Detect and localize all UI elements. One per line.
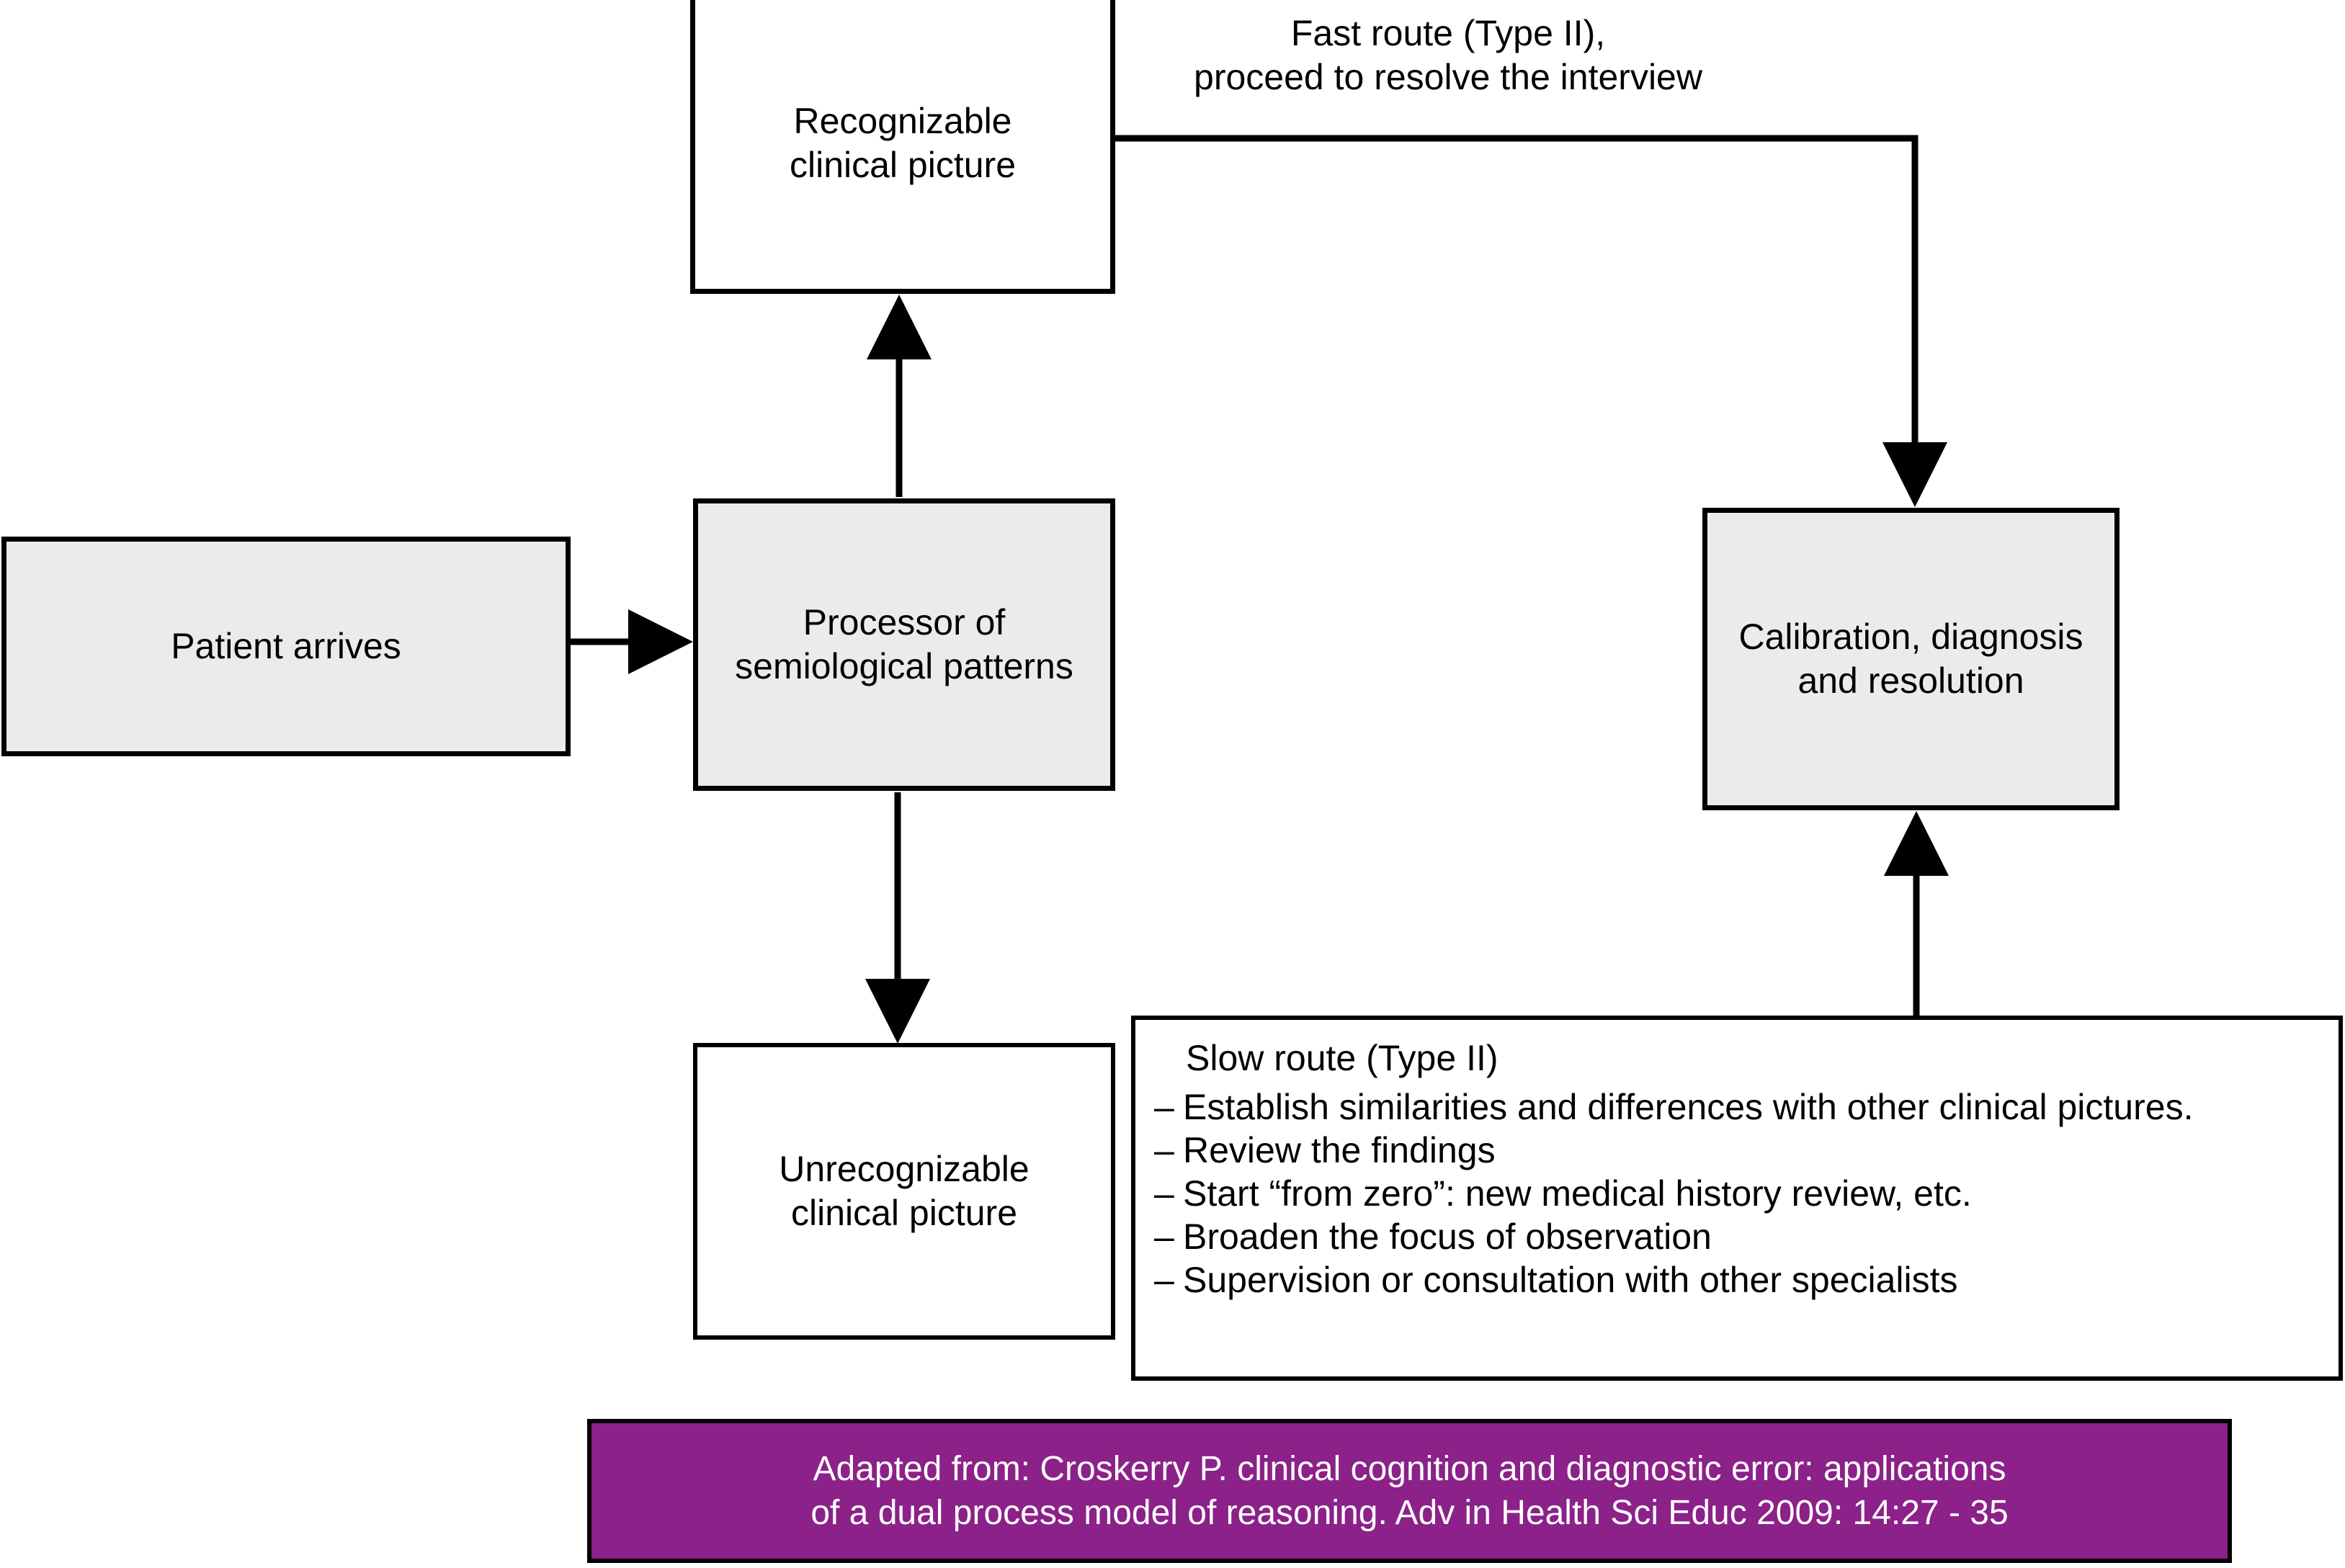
node-processor-of-semiological-patterns[interactable]: Processor of semiological patterns [693, 498, 1115, 791]
list-dash-icon: – [1154, 1217, 1174, 1257]
node-calibration-label: Calibration, diagnosis and resolution [1738, 617, 2083, 701]
node-recognizable-label: Recognizable clinical picture [789, 101, 1016, 185]
node-processor-label: Processor of semiological patterns [735, 602, 1073, 686]
node-recognizable-clinical-picture[interactable]: Recognizable clinical picture [690, 0, 1115, 294]
slow-route-list-item: – Broaden the focus of observation [1154, 1219, 2339, 1255]
citation-text: Adapted from: Croskerry P. clinical cogn… [810, 1449, 2009, 1532]
slow-route-item-text: Review the findings [1183, 1130, 1496, 1170]
slow-route-list-item: – Review the findings [1154, 1132, 2339, 1168]
node-unrecognizable-clinical-picture[interactable]: Unrecognizable clinical picture [693, 1043, 1115, 1340]
node-patient-arrives-label: Patient arrives [171, 626, 401, 666]
slow-route-list-item: – Start “from zero”: new medical history… [1154, 1175, 2339, 1211]
citation-banner: Adapted from: Croskerry P. clinical cogn… [587, 1419, 2232, 1563]
edge-fast-route [1115, 135, 1947, 507]
list-dash-icon: – [1154, 1087, 1174, 1127]
slow-route-item-text: Establish similarities and differences w… [1183, 1087, 2194, 1127]
list-dash-icon: – [1154, 1173, 1174, 1214]
slow-route-list-item: – Establish similarities and differences… [1154, 1089, 2339, 1125]
list-dash-icon: – [1154, 1130, 1174, 1170]
list-dash-icon: – [1154, 1260, 1174, 1300]
node-calibration-diagnosis-resolution[interactable]: Calibration, diagnosis and resolution [1702, 508, 2120, 810]
slow-route-item-text: Start “from zero”: new medical history r… [1183, 1173, 1972, 1214]
fast-route-caption: Fast route (Type II), proceed to resolve… [1194, 13, 1702, 97]
slow-route-item-text: Broaden the focus of observation [1183, 1217, 1712, 1257]
slow-route-list-item: – Supervision or consultation with other… [1154, 1262, 2339, 1298]
slow-route-title: Slow route (Type II) [1186, 1038, 1498, 1078]
node-unrecognizable-label: Unrecognizable clinical picture [779, 1149, 1029, 1233]
node-patient-arrives[interactable]: Patient arrives [1, 537, 571, 756]
slow-route-item-text: Supervision or consultation with other s… [1183, 1260, 1958, 1300]
node-slow-route[interactable]: Slow route (Type II) – Establish similar… [1131, 1016, 2343, 1381]
